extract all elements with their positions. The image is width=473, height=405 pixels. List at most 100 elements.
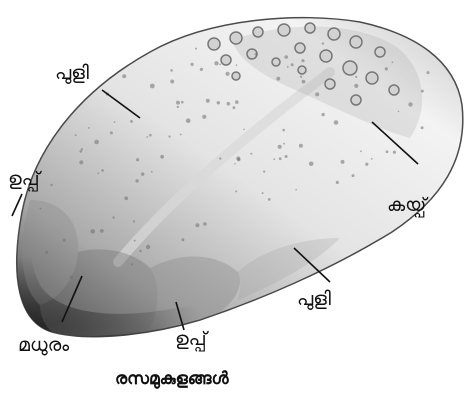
- speckle: [131, 263, 133, 265]
- speckle: [321, 113, 324, 116]
- speckle: [124, 196, 128, 200]
- speckle: [214, 61, 218, 65]
- speckle: [315, 92, 319, 96]
- speckle: [276, 77, 280, 81]
- papilla: [343, 61, 357, 75]
- speckle: [336, 181, 339, 184]
- speckle: [385, 67, 388, 70]
- speckle: [40, 208, 42, 210]
- speckle: [94, 140, 99, 145]
- papilla: [375, 47, 385, 57]
- speckle: [279, 157, 282, 160]
- leader-salt-left: [12, 194, 22, 216]
- speckle: [273, 158, 275, 160]
- speckle: [237, 158, 240, 161]
- speckle: [291, 63, 294, 66]
- speckle: [146, 245, 150, 249]
- label-sour-top: പുളി: [55, 64, 89, 83]
- label-sweet: മധുരം: [18, 336, 69, 355]
- speckle: [295, 189, 297, 191]
- speckle: [45, 251, 48, 254]
- speckle: [75, 134, 77, 136]
- speckle: [233, 106, 236, 109]
- zone-salt-right: [150, 256, 240, 328]
- speckle: [112, 216, 114, 218]
- speckle: [200, 68, 203, 71]
- papilla: [351, 95, 361, 105]
- speckle: [191, 63, 194, 66]
- speckle: [278, 145, 282, 149]
- speckle: [217, 101, 220, 104]
- papilla: [232, 72, 240, 80]
- speckle: [170, 69, 173, 72]
- papilla: [350, 36, 362, 48]
- speckle: [219, 157, 221, 159]
- speckle: [236, 64, 238, 66]
- speckle: [135, 179, 138, 182]
- speckle: [386, 150, 389, 153]
- speckle: [186, 118, 191, 123]
- speckle: [255, 53, 258, 56]
- speckle: [392, 62, 394, 64]
- speckle: [285, 155, 288, 158]
- speckle: [150, 84, 155, 89]
- papilla: [295, 43, 305, 53]
- speckle: [180, 134, 182, 136]
- speckle: [227, 102, 231, 106]
- speckle: [134, 240, 136, 242]
- speckle: [50, 184, 52, 186]
- speckle: [235, 100, 239, 104]
- speckle: [282, 129, 285, 132]
- papilla: [325, 79, 335, 89]
- speckle: [398, 111, 400, 113]
- papilla: [208, 38, 220, 50]
- speckle: [90, 229, 95, 234]
- speckle: [283, 143, 285, 145]
- papilla: [366, 72, 378, 84]
- speckle: [79, 160, 83, 164]
- speckle: [421, 90, 424, 93]
- speckle: [287, 66, 289, 68]
- speckle: [63, 239, 66, 242]
- speckle: [300, 76, 302, 78]
- speckle: [268, 198, 271, 201]
- speckle: [203, 222, 207, 226]
- speckle: [334, 120, 339, 125]
- speckle: [341, 160, 345, 164]
- speckle: [365, 163, 368, 166]
- speckle: [141, 172, 144, 175]
- papilla: [298, 66, 306, 74]
- speckle: [114, 121, 116, 123]
- papilla: [278, 24, 290, 36]
- papilla: [230, 32, 242, 44]
- papilla: [221, 55, 231, 65]
- speckle: [234, 163, 236, 165]
- speckle: [371, 158, 373, 160]
- label-salt-left: ഉപ്പ്: [8, 170, 40, 189]
- speckle: [70, 276, 73, 279]
- speckle: [146, 136, 148, 138]
- speckle: [101, 169, 104, 172]
- speckle: [176, 101, 180, 105]
- figure-caption: രസമുകുളങ്ങൾ: [115, 371, 229, 388]
- speckle: [88, 127, 90, 129]
- label-sour-bottom: പുളി: [297, 290, 331, 309]
- papilla: [253, 27, 263, 37]
- label-bitter: കയ്പ്: [387, 196, 426, 215]
- speckle: [149, 134, 152, 137]
- speckle: [122, 74, 126, 78]
- speckle: [427, 71, 430, 74]
- speckle: [355, 76, 357, 78]
- speckle: [136, 158, 139, 161]
- papilla: [389, 85, 399, 95]
- speckle: [235, 190, 237, 192]
- speckle: [160, 155, 164, 159]
- speckle: [206, 99, 210, 103]
- speckle: [301, 59, 304, 62]
- speckle: [352, 174, 355, 177]
- speckle: [202, 115, 206, 119]
- speckle: [100, 229, 104, 233]
- papilla: [272, 58, 280, 66]
- speckle: [219, 64, 221, 66]
